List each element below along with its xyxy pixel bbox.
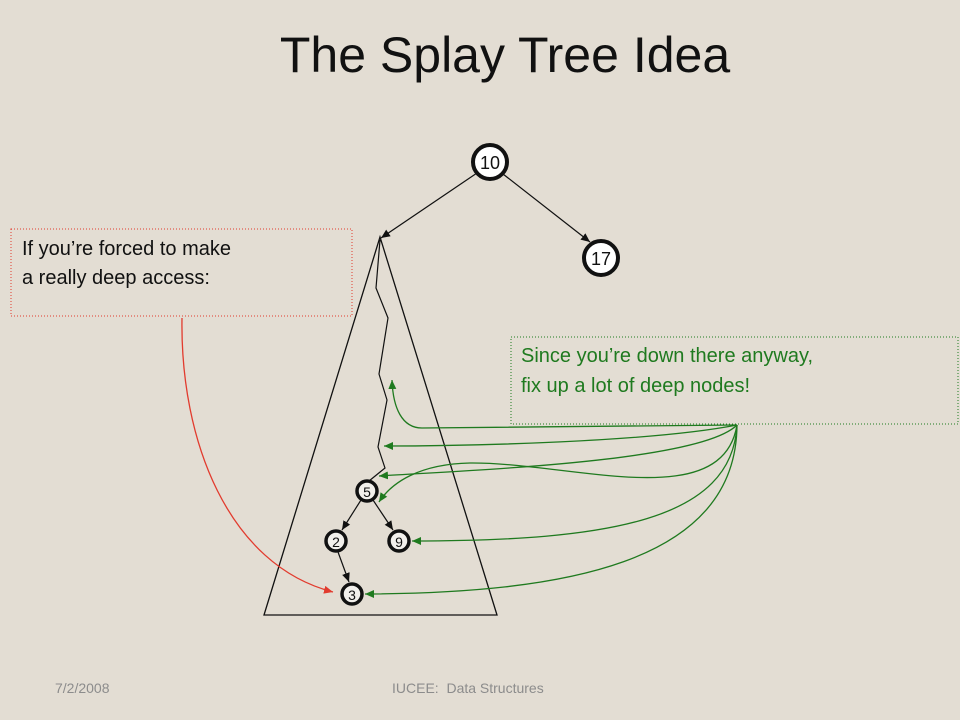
footer-course: IUCEE: Data Structures bbox=[392, 680, 544, 696]
footer-date: 7/2/2008 bbox=[55, 680, 110, 696]
edge-5-to-2 bbox=[341, 499, 362, 531]
tree-node-9: 9 bbox=[387, 529, 411, 553]
deep-access-callout-line-1: If you’re forced to make bbox=[22, 238, 231, 260]
tree-node-10: 10 bbox=[471, 143, 509, 181]
fix-up-callout-line-2: fix up a lot of deep nodes! bbox=[521, 375, 750, 397]
tree-node-3-label: 3 bbox=[348, 587, 356, 603]
deep-access-callout-box bbox=[10, 228, 353, 317]
tree-node-9-label: 9 bbox=[395, 534, 403, 550]
deep-access-path bbox=[368, 239, 389, 482]
fix-up-arrow-5 bbox=[411, 424, 738, 545]
tree-node-2: 2 bbox=[324, 529, 348, 553]
tree-node-5-label: 5 bbox=[363, 484, 371, 500]
edge-5-to-9 bbox=[372, 499, 394, 531]
fix-up-callout-line-1: Since you’re down there anyway, bbox=[521, 345, 813, 367]
tree-node-17: 17 bbox=[582, 239, 620, 277]
edge-root-to-subtree bbox=[380, 172, 478, 239]
deep-access-arrow bbox=[181, 317, 334, 594]
tree-node-3: 3 bbox=[340, 582, 364, 606]
fix-up-arrow-3 bbox=[378, 424, 738, 480]
fix-up-arrow-1 bbox=[388, 379, 738, 429]
tree-node-5: 5 bbox=[355, 479, 379, 503]
fix-up-arrow-2 bbox=[383, 424, 738, 450]
slide-title: The Splay Tree Idea bbox=[280, 27, 730, 83]
fix-up-arrow-6 bbox=[364, 424, 738, 598]
subtree-triangle bbox=[263, 234, 498, 616]
edge-root-to-17 bbox=[502, 173, 591, 243]
fix-up-arrow-4 bbox=[378, 424, 738, 503]
edge-2-to-3 bbox=[337, 551, 350, 583]
deep-access-callout-line-2: a really deep access: bbox=[22, 267, 210, 289]
tree-node-10-label: 10 bbox=[480, 153, 500, 173]
tree-node-2-label: 2 bbox=[332, 534, 340, 550]
tree-node-17-label: 17 bbox=[591, 249, 611, 269]
